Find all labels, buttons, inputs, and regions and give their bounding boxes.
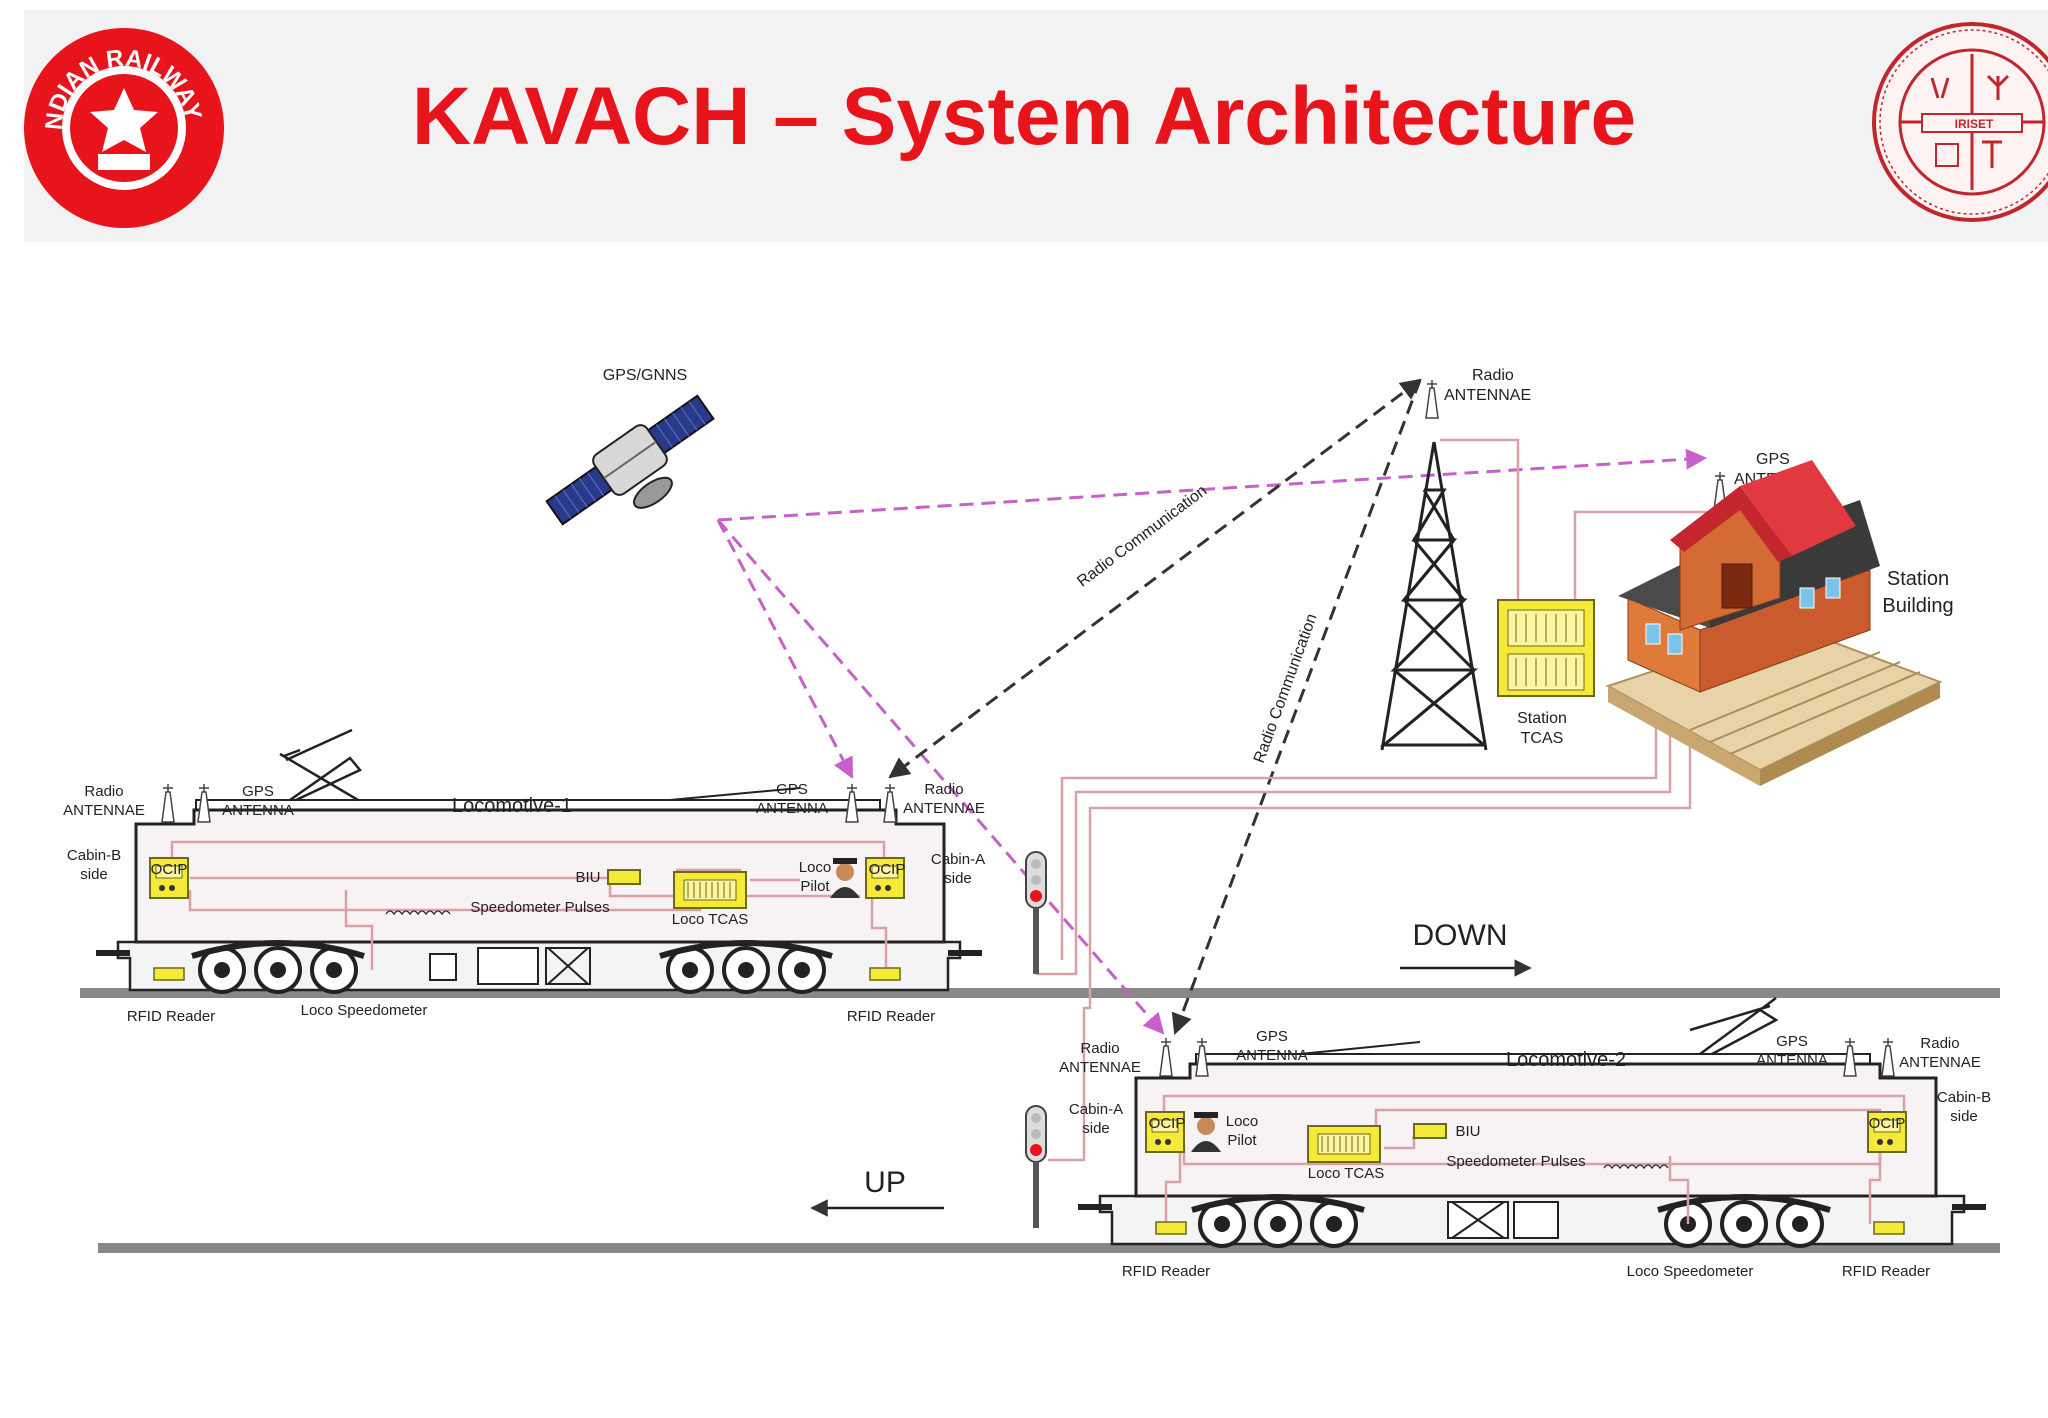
loco1-gps-antenna-left-icon bbox=[197, 783, 211, 823]
loco2-rfid-left-box bbox=[1155, 1221, 1187, 1235]
loco2-tcas-icon bbox=[1307, 1125, 1381, 1163]
loco1-ocip-left-label: OCIP bbox=[151, 861, 188, 878]
satellite-icon bbox=[545, 394, 715, 526]
iriset-logo-icon: IRISET bbox=[1872, 22, 2048, 222]
loco2-radio-antennae-left-label-1: Radio bbox=[1080, 1040, 1119, 1057]
loco2-radio-antennae-right-label-1: Radio bbox=[1920, 1035, 1959, 1052]
station-tcas-label-2: TCAS bbox=[1521, 730, 1564, 747]
loco1-biu-label: BIU bbox=[575, 869, 600, 886]
loco2-name-label: Locomotive-2 bbox=[1506, 1049, 1626, 1071]
slide-header bbox=[24, 10, 2048, 242]
loco1-tcas-icon bbox=[673, 871, 747, 909]
locomotive-2 bbox=[1078, 997, 1986, 1246]
iriset-logo-text: IRISET bbox=[1955, 117, 1994, 131]
loco1-bogie-left-icon bbox=[192, 943, 364, 992]
gps-gnns-label: GPS/GNNS bbox=[603, 367, 687, 384]
loco2-ocip-right-label: OCIP bbox=[1869, 1115, 1906, 1132]
radio-links bbox=[888, 378, 1422, 1035]
radio-communication-label-1: Radio Communication bbox=[1074, 482, 1210, 590]
loco2-radio-antennae-right-label-2: ANTENNAE bbox=[1899, 1054, 1981, 1071]
loco2-cabin-b-label-2: side bbox=[1950, 1108, 1978, 1125]
iriset-logo: IRISET bbox=[1860, 18, 2048, 226]
loco1-pilot-label-2: Pilot bbox=[800, 878, 830, 895]
loco2-tcas-label: Loco TCAS bbox=[1308, 1165, 1384, 1182]
loco1-gps-antenna-left-label-1: GPS bbox=[242, 783, 274, 800]
loco2-radio-antenna-left-icon bbox=[1159, 1037, 1173, 1077]
station-building-icon bbox=[1605, 460, 1943, 786]
direction-down-label: DOWN bbox=[1413, 919, 1508, 952]
loco1-loco-speedometer-label: Loco Speedometer bbox=[301, 1002, 428, 1019]
loco2-pilot-label-1: Loco bbox=[1226, 1113, 1259, 1130]
loco1-rfid-left-label: RFID Reader bbox=[127, 1008, 215, 1025]
loco2-biu-box bbox=[1413, 1123, 1447, 1139]
indian-railways-logo-icon: INDIAN RAILWAYS bbox=[22, 26, 224, 228]
loco1-gps-antenna-right-label-2: ANTENNA bbox=[756, 800, 828, 817]
loco2-pilot-icon bbox=[1191, 1112, 1221, 1152]
loco2-radio-antenna-right-icon bbox=[1881, 1037, 1895, 1077]
loco1-rfid-left-box bbox=[153, 967, 185, 981]
loco2-radio-antennae-left-label-2: ANTENNAE bbox=[1059, 1059, 1141, 1076]
loco1-pulses-icon bbox=[385, 910, 451, 916]
loco1-radio-antenna-right-icon bbox=[883, 783, 897, 823]
loco2-gps-antenna-right-label-2: ANTENNA bbox=[1756, 1052, 1828, 1069]
loco2-gps-antenna-left-icon bbox=[1195, 1037, 1209, 1077]
loco1-gps-antenna-left-label-2: ANTENNA bbox=[222, 802, 294, 819]
loco1-biu-box bbox=[607, 869, 641, 885]
loco1-pilot-label-1: Loco bbox=[799, 859, 832, 876]
loco2-gps-antenna-left-label-2: ANTENNA bbox=[1236, 1047, 1308, 1064]
loco1-cabin-a-label-2: side bbox=[944, 870, 972, 887]
loco1-radio-antennae-right-label-2: ANTENNAE bbox=[903, 800, 985, 817]
loco1-gps-antenna-right-icon bbox=[845, 783, 859, 823]
loco1-rfid-right-box bbox=[869, 967, 901, 981]
kavach-architecture-diagram: GPS/GNNS Radio Communication Radio Commu… bbox=[63, 367, 2000, 1280]
loco1-pilot-icon bbox=[830, 858, 860, 898]
station-wiring bbox=[1036, 438, 1722, 1162]
loco1-rfid-right-label: RFID Reader bbox=[847, 1008, 935, 1025]
radio-tower-icon bbox=[1379, 441, 1488, 751]
loco1-radio-antennae-left-label-2: ANTENNAE bbox=[63, 802, 145, 819]
station-building-label-2: Building bbox=[1882, 595, 1953, 617]
loco2-bogie-right-icon bbox=[1658, 1197, 1830, 1246]
station-gps-antenna-label-1: GPS bbox=[1756, 451, 1790, 468]
loco1-radio-antennae-right-label-1: Radio bbox=[924, 781, 963, 798]
loco2-cabin-a-label-1: Cabin-A bbox=[1069, 1101, 1123, 1118]
loco2-gps-antenna-right-label-1: GPS bbox=[1776, 1033, 1808, 1050]
loco1-cabin-b-label-1: Cabin-B bbox=[67, 847, 121, 864]
loco2-loco-speedometer-label: Loco Speedometer bbox=[1627, 1263, 1754, 1280]
loco1-speedometer-pulses-label: Speedometer Pulses bbox=[470, 899, 609, 916]
loco2-cabin-b-label-1: Cabin-B bbox=[1937, 1089, 1991, 1106]
loco2-biu-label: BIU bbox=[1455, 1123, 1480, 1140]
station-tcas-label-1: Station bbox=[1517, 710, 1567, 727]
loco1-radio-antenna-left-icon bbox=[161, 783, 175, 823]
loco2-rfid-left-label: RFID Reader bbox=[1122, 1263, 1210, 1280]
tower-radio-antenna-icon bbox=[1425, 379, 1439, 419]
loco2-rfid-right-label: RFID Reader bbox=[1842, 1263, 1930, 1280]
loco2-gps-antenna-left-label-1: GPS bbox=[1256, 1028, 1288, 1045]
signal-down-icon bbox=[1025, 851, 1047, 975]
station-tcas-cabinet bbox=[1497, 599, 1595, 697]
loco2-ocip-left-label: OCIP bbox=[1149, 1115, 1186, 1132]
loco1-radio-antennae-left-label-1: Radio bbox=[84, 783, 123, 800]
radio-communication-label-2: Radio Communication bbox=[1251, 612, 1321, 766]
loco2-pulses-icon bbox=[1603, 1164, 1669, 1170]
direction-up-label: UP bbox=[864, 1166, 906, 1199]
tower-radio-antennae-label-1: Radio bbox=[1472, 367, 1514, 384]
loco1-name-label: Locomotive-1 bbox=[452, 795, 572, 817]
loco1-ocip-right-label: OCIP bbox=[869, 861, 906, 878]
loco1-gps-antenna-right-label-1: GPS bbox=[776, 781, 808, 798]
loco1-cabin-b-label-2: side bbox=[80, 866, 108, 883]
loco2-pilot-label-2: Pilot bbox=[1227, 1132, 1257, 1149]
slide-title: KAVACH – System Architecture bbox=[411, 71, 1637, 162]
loco2-rfid-right-box bbox=[1873, 1221, 1905, 1235]
loco2-bogie-left-icon bbox=[1192, 1197, 1364, 1246]
loco2-cabin-a-label-2: side bbox=[1082, 1120, 1110, 1137]
loco2-speedometer-pulses-label: Speedometer Pulses bbox=[1446, 1153, 1585, 1170]
loco1-bogie-right-icon bbox=[660, 943, 832, 992]
loco1-cabin-a-label-1: Cabin-A bbox=[931, 851, 985, 868]
loco2-gps-antenna-right-icon bbox=[1843, 1037, 1857, 1077]
signal-up-icon bbox=[1025, 1105, 1047, 1229]
tower-radio-antennae-label-2: ANTENNAE bbox=[1444, 387, 1531, 404]
station-building-label-1: Station bbox=[1887, 568, 1949, 590]
loco1-tcas-label: Loco TCAS bbox=[672, 911, 748, 928]
